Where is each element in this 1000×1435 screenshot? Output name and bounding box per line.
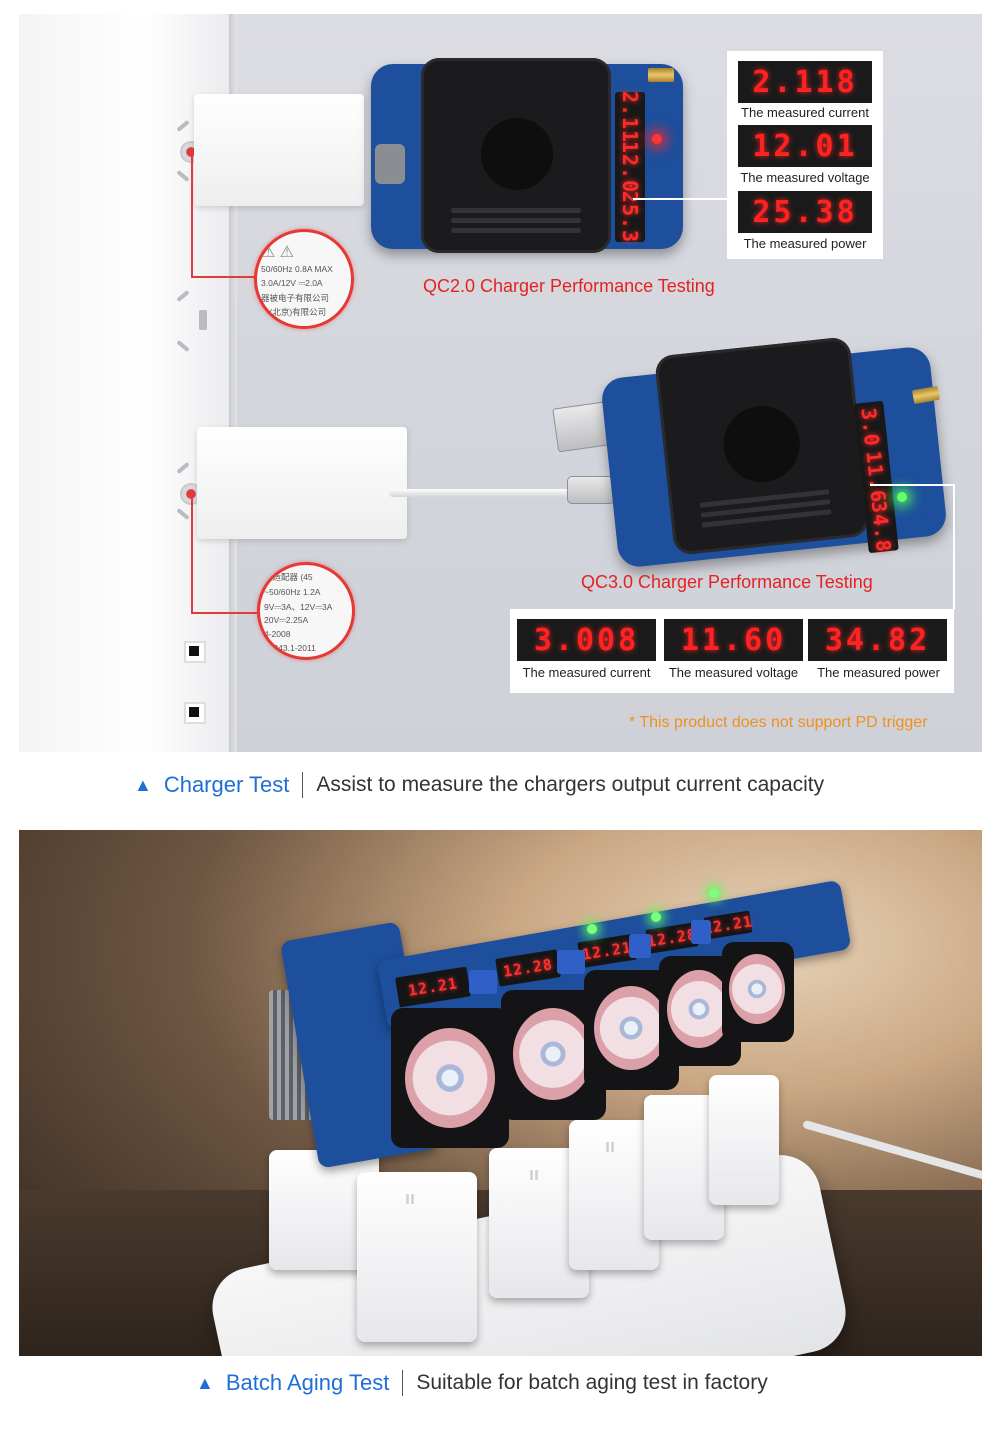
socket-slot [199,310,207,330]
qc20-readings-box: 2.118 The measured current 12.01 The mea… [727,51,883,259]
current-readout: 3.008 [517,619,656,661]
charger-qc30 [197,427,407,539]
module-display: 2.11 12.0 25.3 [615,91,645,243]
caption-description: Suitable for batch aging test in factory [416,1371,768,1394]
voltage-readout: 12.01 [738,125,872,167]
potentiometer-knob [648,68,674,82]
callout-line [870,484,954,486]
callout-line [191,494,193,614]
caption-description: Assist to measure the chargers output cu… [316,773,825,796]
qc30-title: QC3.0 Charger Performance Testing [581,572,873,592]
power-readout: 34.82 [808,619,947,661]
batch-aging-photo: ıı ıı ıı 12.21 12.28 12.21 12.28 12.21 [19,830,982,1356]
usb-cable [389,489,599,497]
current-readout: 2.118 [738,61,872,103]
caption-divider [402,1370,404,1396]
cooling-fan [654,336,870,556]
callout-line [953,484,955,610]
caption-batch-aging-test: ▲ Batch Aging Test Suitable for batch ag… [196,1370,768,1396]
cooling-fan [722,942,794,1042]
label-zoom-circle: 源适配器 (45 ~50/60Hz 1.2A 9V⎓3A、12V⎓3A 20V⎓… [257,562,355,660]
power-readout: 25.38 [738,191,872,233]
callout-line [191,612,257,614]
potentiometer-knob [911,385,941,405]
usb-c-plug [567,476,615,504]
voltage-readout: 11.60 [664,619,803,661]
callout-line [191,152,193,277]
green-led [897,492,907,502]
green-led [709,888,719,898]
potentiometer [629,934,651,958]
potentiometer [691,920,711,944]
power-label: The measured power [817,665,940,680]
power-strip-edge [229,14,237,752]
caption-title: Batch Aging Test [225,1370,390,1395]
charger: ıı [357,1172,477,1342]
square-socket [184,702,206,724]
potentiometer [469,970,497,994]
qc30-readings-box: 3.008 The measured current 11.60 The mea… [510,609,954,693]
current-label: The measured current [741,105,869,120]
red-led [652,134,662,144]
square-socket [184,641,206,663]
triangle-up-icon: ▲ [196,1372,214,1393]
charger-qc20 [194,94,364,206]
triangle-up-icon: ▲ [134,774,152,795]
cooling-fan [391,1008,509,1148]
label-zoom-circle: ⚠ ⚠ 50/60Hz 0.8A MAX 3.0A/12V ⎓2.0A 器被电子… [254,229,354,329]
callout-line [191,276,257,278]
potentiometer [557,950,585,974]
green-led [651,912,661,922]
power-cable [802,1119,982,1189]
voltage-label: The measured voltage [740,170,870,185]
green-led [587,924,597,934]
power-label: The measured power [743,236,867,251]
charger [709,1075,779,1205]
qc20-title: QC2.0 Charger Performance Testing [423,276,715,296]
caption-divider [302,772,304,798]
caption-charger-test: ▲ Charger Test Assist to measure the cha… [134,772,824,798]
charger-test-photo: ⚠ ⚠ 50/60Hz 0.8A MAX 3.0A/12V ⎓2.0A 器被电子… [19,14,982,752]
usb-c-port [375,144,405,184]
voltage-label: The measured voltage [668,665,799,680]
callout-line [633,198,727,200]
cooling-fan [421,58,611,253]
caption-title: Charger Test [163,772,290,797]
current-label: The measured current [522,665,651,680]
pd-trigger-note: * This product does not support PD trigg… [629,714,928,731]
